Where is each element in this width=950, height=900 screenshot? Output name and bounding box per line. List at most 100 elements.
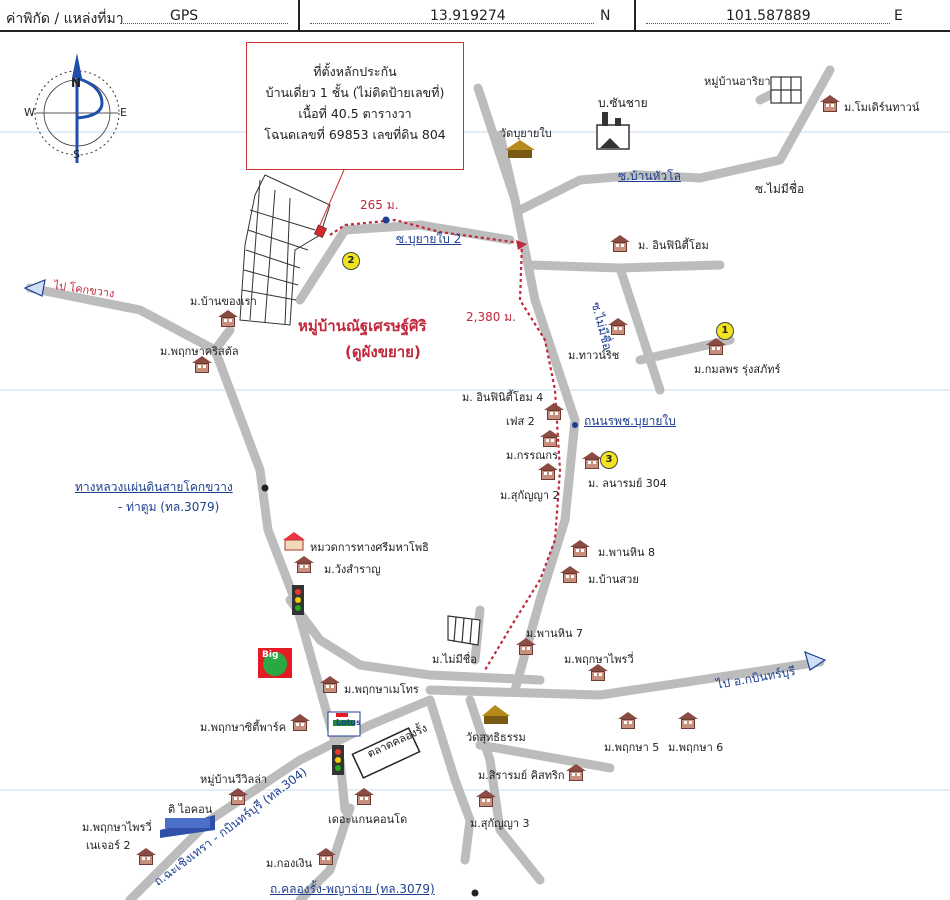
house-icon xyxy=(618,712,638,729)
latitude-value: 13.919274 xyxy=(430,8,506,24)
info-title: ที่ตั้งหลักประกัน xyxy=(313,64,397,79)
house-icon xyxy=(228,788,248,805)
lotus-label: Lotus xyxy=(336,718,361,727)
coord-label: ค่าพิกัด / แหล่งที่มา xyxy=(6,11,124,27)
info-area: เนื้อที่ 40.5 ตารางวา xyxy=(298,106,412,121)
village-ariya-icon xyxy=(770,76,802,104)
road-bottom xyxy=(295,803,355,900)
place-phrueksa-5: ม.พฤกษา 5 xyxy=(604,741,660,754)
road-spine xyxy=(473,83,580,695)
road-hua-lo xyxy=(515,65,835,215)
place-infinity-home: ม. อินฟินิตี้โฮม xyxy=(638,239,709,252)
house-icon xyxy=(610,235,630,252)
collateral-info-box: ที่ตั้งหลักประกัน บ้านเดี่ยว 1 ชั้น (ไม่… xyxy=(246,42,464,170)
place-villa: หมู่บ้านวีวิลล่า xyxy=(200,773,268,786)
bigc-logo-icon xyxy=(258,648,292,678)
house-icon xyxy=(544,403,564,420)
place-suksanya-3: ม.สุกัญญา 3 xyxy=(470,817,530,830)
house-icon xyxy=(290,714,310,731)
compass: N S E W xyxy=(22,48,132,168)
place-phrueksa-6: ม.พฤกษา 6 xyxy=(668,741,724,754)
project-plot-grid xyxy=(239,174,331,326)
road-label-3079-bottom: ถ.คลองรั้ง-พญาจ่าย (ทล.3079) xyxy=(270,882,435,896)
house-icon xyxy=(136,848,156,865)
road-west-north xyxy=(210,325,235,355)
house-icon xyxy=(820,95,840,112)
place-ti-icon: ติ ไอคอน xyxy=(168,803,213,816)
house-icon xyxy=(706,338,726,355)
place-infinity-home-4: ม. อินฟินิตี้โฮม 4 xyxy=(462,391,544,404)
place-phase-2: เฟส 2 xyxy=(506,415,535,428)
longitude-suffix: E xyxy=(894,8,903,24)
place-nature-2: เนเจอร์ 2 xyxy=(86,839,131,852)
bigc-label: Big xyxy=(262,650,279,660)
place-kamonphon: ม.กมลพร รุ่งสภัทร์ xyxy=(694,363,781,376)
route-arrow xyxy=(516,240,527,250)
house-icon xyxy=(192,356,212,373)
coord-header-cell-3: 101.587889 E xyxy=(636,0,950,32)
traffic-light-2 xyxy=(332,745,344,775)
compass-west: W xyxy=(24,106,35,119)
marker-1: 1 xyxy=(716,322,734,340)
compass-east: E xyxy=(120,106,127,119)
coord-header-cell-2: 13.919274 N xyxy=(300,0,636,32)
place-modern-town: ม.โมเดิร์นทาวน์ xyxy=(844,101,920,114)
road-label-bu-yai-bai-2: ซ.บุยายใบ 2 xyxy=(396,232,462,246)
place-phan-hin-7: ม.พานหิน 7 xyxy=(526,627,583,640)
coord-source: GPS xyxy=(170,8,199,24)
place-ban-suay: ม.บ้านสวย xyxy=(588,573,639,586)
road-label-highway-3079: ทางหลวงแผ่นดินสายโคกขวาง xyxy=(75,480,233,494)
arrow-to-kabin xyxy=(804,650,827,671)
traffic-light-1 xyxy=(292,585,304,615)
place-police: หมวดการทางศรีมหาโพธิ xyxy=(310,541,429,554)
longitude-value: 101.587889 xyxy=(726,8,811,24)
road-bigc xyxy=(285,595,545,685)
place-wat-suttha: วัดสุทธิธรรม xyxy=(466,731,526,744)
temple-icon-1 xyxy=(505,140,535,158)
marker-3: 3 xyxy=(600,451,618,469)
place-ban-khong-rao: ม.บ้านของเรา xyxy=(190,295,257,308)
house-icon xyxy=(320,676,340,693)
coord-header-cell-1: ค่าพิกัด / แหล่งที่มา GPS xyxy=(0,0,300,32)
road-304 xyxy=(125,695,435,900)
house-icon xyxy=(570,540,590,557)
road-north-branch xyxy=(495,130,520,205)
distance-2380: 2,380 ม. xyxy=(466,310,516,324)
place-sirarom: ม.สิรารมย์ คิสทริก xyxy=(478,769,565,782)
compass-north: N xyxy=(71,76,82,90)
compass-south: S xyxy=(73,148,80,161)
place-kong-ngoen: ม.กองเงิน xyxy=(266,857,313,870)
house-icon xyxy=(588,664,608,681)
place-factory: บ.ซันชาย xyxy=(598,96,648,110)
place-phrueksa-phrai-2: ม.พฤกษาไพรวี่ xyxy=(82,821,152,834)
route-to-plot xyxy=(329,218,521,245)
road-south-2 xyxy=(475,740,615,773)
temple-icon-2 xyxy=(482,705,510,724)
distance-265: 265 ม. xyxy=(360,198,399,212)
route-main xyxy=(484,242,562,671)
house-icon xyxy=(560,566,580,583)
factory-icon xyxy=(596,112,630,150)
road-south-3 xyxy=(425,695,475,865)
place-mai-mi-chue: ม.ไม่มีชื่อ xyxy=(432,653,477,666)
road-label-highway-3079-b: - ท่าตูม (ทล.3079) xyxy=(118,500,220,514)
lotus-logo-icon xyxy=(327,711,361,737)
house-icon xyxy=(566,764,586,781)
house-icon xyxy=(540,430,560,447)
place-phrueksa-crystal: ม.พฤกษาคริสตัล xyxy=(160,345,239,358)
road-east-1 xyxy=(525,260,725,273)
road-east-soi xyxy=(615,263,665,395)
place-ban-ariya: หมู่บ้านอาริยา xyxy=(704,75,771,88)
marker-2: 2 xyxy=(342,252,360,270)
place-kannikon: ม.กรรณกร xyxy=(506,449,558,462)
house-icon xyxy=(538,463,558,480)
place-wat-bu-yai-bai: วัดบุยายใบ xyxy=(500,127,552,140)
place-lanarom: ม. ลนารมย์ 304 xyxy=(588,477,667,490)
info-deed: โฉนดเลขที่ 69853 เลขที่ดิน 804 xyxy=(264,127,446,142)
info-house-type: บ้านเดี่ยว 1 ชั้น (ไม่ติดป้ายเลขที่) xyxy=(265,85,445,100)
place-suksanya-2: ม.สุกัญญา 2 xyxy=(500,489,560,502)
place-wang-samran: ม.วังสำราญ xyxy=(324,563,381,576)
place-phrueksa-metro: ม.พฤกษาเมโทร xyxy=(344,683,419,696)
place-phrueksa-park: ม.พฤกษาซิตี้พาร์ค xyxy=(200,721,287,734)
